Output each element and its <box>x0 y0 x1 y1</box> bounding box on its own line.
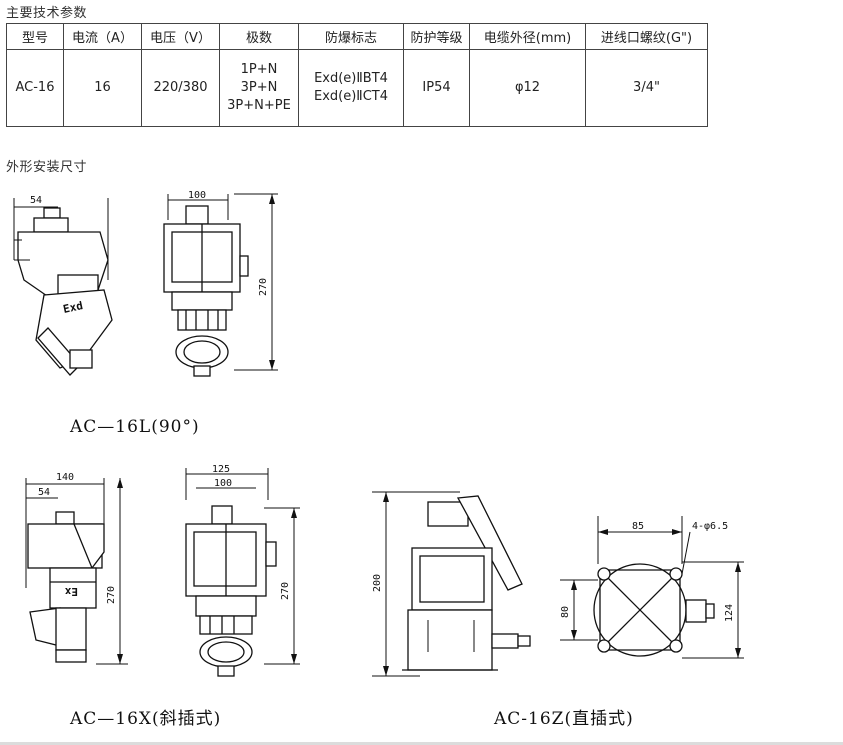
x-dim-140: 140 <box>56 472 74 483</box>
x-dim-125: 125 <box>212 464 230 475</box>
l-dim-54: 54 <box>30 195 42 206</box>
x-ex-label: Ex <box>64 585 78 598</box>
pole-option: 3P+N+PE <box>227 98 291 113</box>
z-dim-200: 200 <box>372 574 383 592</box>
column-header: 防护等级 <box>403 23 470 50</box>
spec-table: 型号 电流（A） 电压（V） 极数 防爆标志 防护等级 电缆外径(mm) 进线口… <box>6 23 708 127</box>
column-header: 极数 <box>219 23 299 50</box>
table-row: AC-16 16 220/380 1P+N 3P+N 3P+N+PE Exd(e… <box>6 49 708 127</box>
z-side-view: 200 <box>372 491 531 677</box>
poles-cell: 1P+N 3P+N 3P+N+PE <box>219 49 299 127</box>
z-dim-80: 80 <box>560 606 571 618</box>
l-type-caption: AC—16L(90°) <box>69 417 200 437</box>
model-cell: AC-16 <box>6 49 64 127</box>
current-cell: 16 <box>63 49 142 127</box>
column-header: 电缆外径(mm) <box>469 23 586 50</box>
column-header: 防爆标志 <box>298 23 404 50</box>
x-dim-54: 54 <box>38 487 50 498</box>
cable-diameter-cell: φ12 <box>469 49 586 127</box>
pole-option: 3P+N <box>240 80 278 95</box>
l-dim-100: 100 <box>188 190 206 201</box>
x-front-view: 125 100 270 <box>185 464 300 677</box>
x-dim-270a: 270 <box>106 586 117 604</box>
z-top-view: 85 4-φ6.5 80 124 <box>560 516 744 659</box>
l-dim-270: 270 <box>258 278 269 296</box>
pole-option: 1P+N <box>240 62 278 77</box>
column-header: 进线口螺纹(G") <box>585 23 708 50</box>
column-header: 型号 <box>6 23 64 50</box>
l-side-view: 54 Exd <box>13 195 113 376</box>
dimensions-heading: 外形安装尺寸 <box>6 160 88 175</box>
voltage-cell: 220/380 <box>141 49 220 127</box>
z-dim-85: 85 <box>632 521 644 532</box>
bottom-divider <box>0 742 843 745</box>
drawing-l-type: 54 Exd 100 <box>13 190 278 437</box>
l-exd-label: Exd <box>62 299 84 316</box>
ex-mark: Exd(e)ⅡCT4 <box>314 89 388 104</box>
installation-drawings: 54 Exd 100 <box>13 190 744 729</box>
thread-cell: 3/4" <box>585 49 708 127</box>
column-header: 电流（A） <box>63 23 142 50</box>
column-header: 电压（V） <box>141 23 220 50</box>
z-type-caption: AC-16Z(直插式) <box>493 709 634 729</box>
z-dim-holes: 4-φ6.5 <box>692 521 728 532</box>
x-dim-100: 100 <box>214 478 232 489</box>
x-side-view: 140 54 Ex 270 <box>25 472 128 665</box>
ex-mark-cell: Exd(e)ⅡBT4 Exd(e)ⅡCT4 <box>298 49 404 127</box>
x-type-caption: AC—16X(斜插式) <box>69 709 221 729</box>
ex-mark: Exd(e)ⅡBT4 <box>314 71 388 86</box>
x-dim-270b: 270 <box>280 582 291 600</box>
specs-heading: 主要技术参数 <box>6 6 88 21</box>
l-front-view: 100 270 <box>163 190 278 377</box>
table-header-row: 型号 电流（A） 电压（V） 极数 防爆标志 防护等级 电缆外径(mm) 进线口… <box>6 23 708 50</box>
drawing-z-type: 200 85 4-φ6.5 <box>372 491 744 729</box>
protection-cell: IP54 <box>403 49 470 127</box>
drawing-x-type: 140 54 Ex 270 125 100 <box>25 464 300 729</box>
z-dim-124: 124 <box>724 604 735 622</box>
